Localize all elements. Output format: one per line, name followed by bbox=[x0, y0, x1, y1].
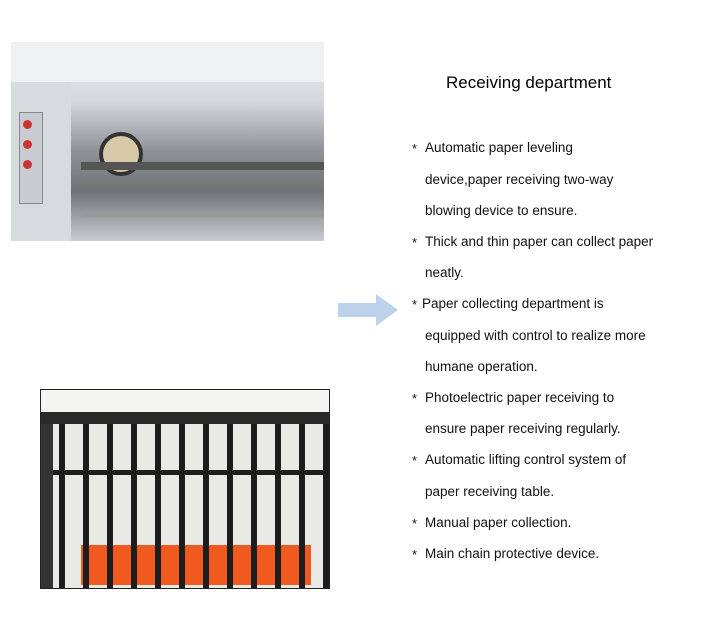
list-item-line: blowing device to ensure. bbox=[425, 203, 578, 218]
list-item-line: Manual paper collection. bbox=[425, 515, 572, 530]
arrow-right-icon bbox=[338, 294, 398, 326]
section-title: Receiving department bbox=[446, 73, 612, 92]
list-item-line: ensure paper receiving regularly. bbox=[425, 421, 621, 436]
bullet-star: * bbox=[412, 297, 418, 312]
list-item-line: humane operation. bbox=[425, 359, 538, 374]
list-item-line: neatly. bbox=[425, 265, 464, 280]
paper-receiving-table-photo bbox=[40, 389, 330, 589]
list-item-line: equipped with control to realize more bbox=[425, 328, 646, 343]
list-item-line: Main chain protective device. bbox=[425, 546, 600, 561]
bullet-star: * bbox=[412, 453, 418, 468]
list-item-line: device,paper receiving two-way bbox=[425, 172, 614, 187]
list-item-line: Automatic lifting control system of bbox=[425, 452, 627, 467]
bullet-star: * bbox=[412, 391, 418, 406]
bullet-star: * bbox=[412, 141, 418, 156]
bullet-star: * bbox=[412, 547, 418, 562]
machine-feeder-photo bbox=[11, 42, 324, 241]
list-item-line: Paper collecting department is bbox=[422, 296, 604, 311]
list-item-line: Automatic paper leveling bbox=[425, 140, 573, 155]
bullet-star: * bbox=[412, 516, 418, 531]
list-item-line: Photoelectric paper receiving to bbox=[425, 390, 615, 405]
bullet-star: * bbox=[412, 235, 418, 250]
list-item-line: Thick and thin paper can collect paper bbox=[425, 234, 654, 249]
list-item-line: paper receiving table. bbox=[425, 484, 555, 499]
